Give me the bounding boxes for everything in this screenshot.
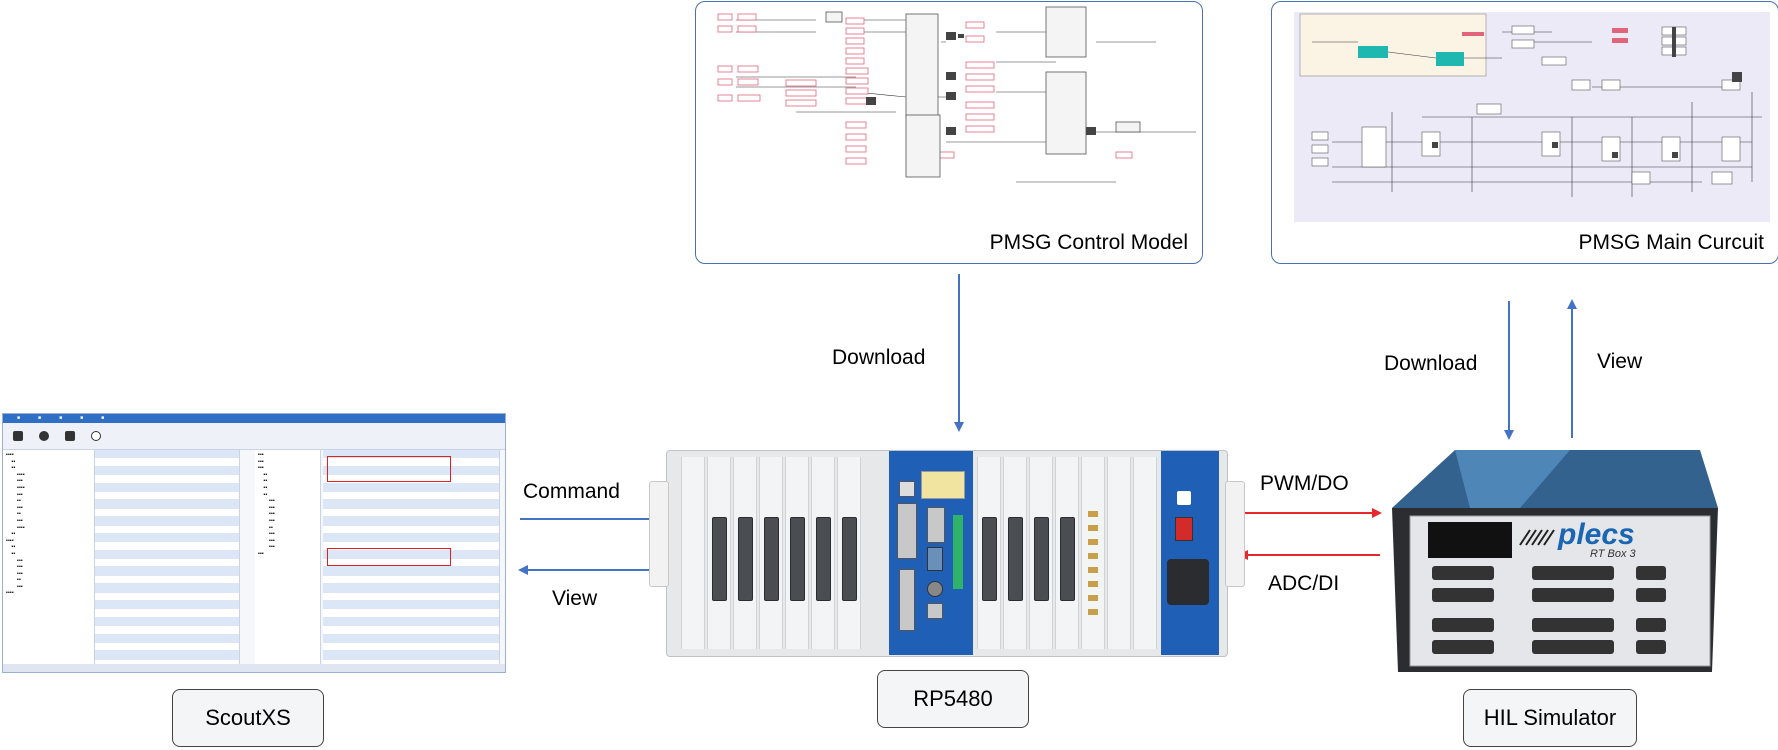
clock-icon (91, 431, 101, 441)
db-connector (764, 517, 779, 601)
db-connector (790, 517, 805, 601)
scoutxs-tree-right: ▪▪▪▪▪▪▪▪▪ ▪▪ ▪▪ ▪▪ ▪▪ ▪▪▪ ▪▪▪ ▪▪▪ ▪▪▪ ▪▪… (255, 450, 321, 664)
scoutxs-toolbar (3, 423, 505, 450)
db-connector (982, 517, 997, 601)
scoutxs-table-right (323, 450, 500, 672)
io-slot (837, 457, 861, 649)
chassis-ear-left (649, 481, 669, 587)
control-model-diagram (717, 6, 1196, 183)
io-slot (707, 457, 731, 649)
rp5480-label: RP5480 (877, 670, 1029, 728)
io-slot (1003, 457, 1027, 649)
io-slot (681, 457, 705, 649)
view-label-left: View (552, 587, 598, 610)
scoutxs-label: ScoutXS (172, 689, 324, 747)
scoutxs-tree-left: ▪▪▪▪ ▪▪ ▪▪ ▪▪▪▪ ▪▪▪ ▪▪▪▪ ▪▪▪ ▪▪ ▪▪▪ ▪▪ ▪… (3, 450, 95, 664)
db-connector (1008, 517, 1023, 601)
scoutxs-title-bar: ■■■■■ (3, 414, 505, 423)
db-connector (712, 517, 727, 601)
io-slot (1081, 457, 1105, 649)
download-label-2: Download (1384, 352, 1478, 375)
adc-di-label: ADC/DI (1268, 572, 1340, 595)
db-connector (1060, 517, 1075, 601)
main-circuit-diagram (1294, 12, 1770, 222)
io-slot (733, 457, 757, 649)
grid-icon (13, 431, 23, 441)
hil-simulator-label: HIL Simulator (1463, 689, 1637, 747)
scoutxs-table-left (95, 450, 240, 672)
pwm-do-label: PWM/DO (1260, 472, 1349, 495)
io-slot (811, 457, 835, 649)
rp5480-chassis (649, 450, 1245, 657)
db-connector (842, 517, 857, 601)
db-connector (738, 517, 753, 601)
cpu-board (889, 451, 973, 655)
control-model-panel: PMSG Control Model (695, 1, 1203, 264)
rt-box-model: RT Box 3 (1590, 548, 1636, 560)
highlight-box-2 (327, 548, 451, 566)
download-label-1: Download (832, 346, 926, 369)
io-slot (1029, 457, 1053, 649)
io-slot (785, 457, 809, 649)
io-slot (759, 457, 783, 649)
scoutxs-status-bar (3, 664, 505, 672)
highlight-box-1 (327, 456, 451, 482)
power-board (1161, 451, 1219, 655)
db-connector (1034, 517, 1049, 601)
io-slot (1107, 457, 1131, 649)
chart-icon (65, 431, 75, 441)
scoutxs-body: ▪▪▪▪ ▪▪ ▪▪ ▪▪▪▪ ▪▪▪ ▪▪▪▪ ▪▪▪ ▪▪ ▪▪▪ ▪▪ ▪… (3, 450, 505, 672)
scoutxs-window: ■■■■■ ▪▪▪▪ ▪▪ ▪▪ ▪▪▪▪ ▪▪▪ ▪▪▪▪ ▪▪▪ ▪▪ ▪▪… (2, 413, 506, 673)
main-circuit-panel: PMSG Main Curcuit (1271, 1, 1778, 264)
db-connector (816, 517, 831, 601)
control-model-title: PMSG Control Model (989, 231, 1188, 254)
view-label-up: View (1597, 350, 1643, 373)
main-circuit-title: PMSG Main Curcuit (1578, 231, 1764, 254)
io-slot (977, 457, 1001, 649)
io-slot (1055, 457, 1079, 649)
settings-icon (39, 431, 49, 441)
command-label: Command (523, 480, 620, 503)
plecs-logo: plecs (1558, 518, 1635, 551)
chassis-ear-right (1225, 481, 1245, 587)
io-slot (1133, 457, 1157, 649)
